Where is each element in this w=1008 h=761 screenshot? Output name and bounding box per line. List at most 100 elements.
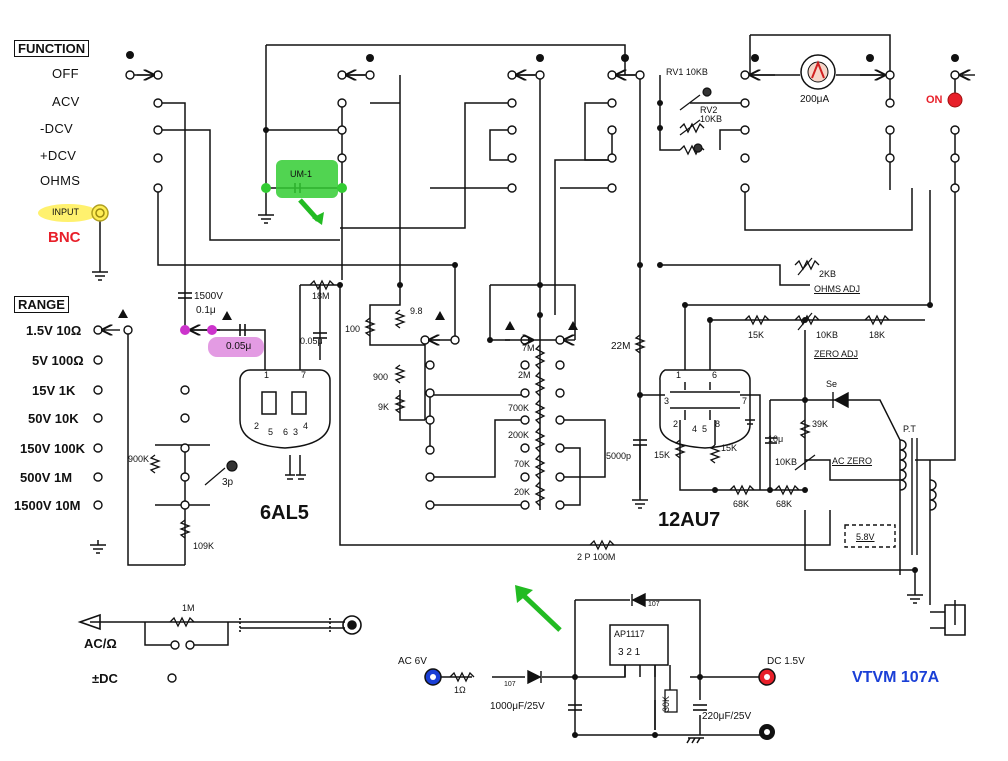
label-r-1m-probe: 1M bbox=[182, 603, 195, 613]
pin-6al5-7: 7 bbox=[301, 370, 307, 380]
label-r-70k: 70K bbox=[514, 459, 531, 469]
pin-12au7-2: 2 bbox=[673, 419, 679, 429]
pots bbox=[204, 94, 816, 486]
label-rv2: RV2 10KB bbox=[700, 105, 723, 124]
bnc-note: BNC bbox=[48, 229, 81, 246]
label-12au7: 12AU7 bbox=[658, 509, 721, 531]
pin-6al5-2: 2 bbox=[254, 421, 260, 431]
pin-12au7-1: 1 bbox=[676, 370, 682, 380]
label-um1: UM-1 bbox=[290, 169, 312, 179]
tubes bbox=[239, 369, 751, 449]
pin-12au7-5: 5 bbox=[702, 424, 708, 434]
label-r-15k-a: 15K bbox=[654, 450, 671, 460]
label-meter: 200μA bbox=[800, 94, 830, 105]
terminals bbox=[424, 668, 776, 740]
function-ohms: OHMS bbox=[40, 173, 81, 188]
pin-6al5-5: 5 bbox=[268, 427, 274, 437]
pin-6al5-6: 6 bbox=[283, 427, 289, 437]
diodes bbox=[527, 391, 849, 685]
range-title: RANGE bbox=[14, 296, 69, 313]
range-4: 50V 10K bbox=[28, 411, 79, 426]
range-5: 150V 100K bbox=[20, 441, 86, 456]
label-probe-dc: ±DC bbox=[92, 671, 118, 686]
label-r-18k: 18K bbox=[869, 330, 886, 340]
regulator-ic-name: AP1117 bbox=[614, 629, 645, 639]
label-r-18m: 18M bbox=[312, 291, 330, 301]
regulator-pins: 3 2 1 bbox=[618, 647, 641, 658]
label-r-7m: 7M bbox=[522, 343, 535, 353]
label-r-9-8: 9.8 bbox=[410, 306, 423, 316]
meter-icon bbox=[800, 54, 836, 90]
triangle-markers bbox=[118, 309, 578, 330]
label-r-700k: 700K bbox=[508, 403, 530, 413]
range-1: 1.5V 10Ω bbox=[26, 323, 82, 338]
label-5-8v: 5.8V bbox=[856, 532, 875, 542]
pin-12au7-7: 7 bbox=[742, 396, 748, 406]
label-c-005: 0.05μ bbox=[226, 341, 252, 352]
junctions bbox=[126, 51, 959, 738]
label-r-68k-b: 68K bbox=[776, 499, 793, 509]
label-r-900k: 900K bbox=[128, 454, 150, 464]
power-plug-icon bbox=[930, 604, 966, 636]
label-r-100m: 2 P 100M bbox=[577, 552, 616, 562]
pin-12au7-6: 6 bbox=[712, 370, 718, 380]
label-r-15k-b: 15K bbox=[721, 443, 738, 453]
pin-6al5-3: 3 bbox=[293, 427, 299, 437]
label-r-22m: 22M bbox=[611, 341, 631, 352]
range-2: 5V 100Ω bbox=[32, 353, 84, 368]
pin-6al5-1: 1 bbox=[264, 370, 270, 380]
function-neg-dcv: -DCV bbox=[40, 121, 73, 136]
range-6: 500V 1M bbox=[20, 470, 73, 485]
function-acv: ACV bbox=[52, 94, 80, 109]
highlights bbox=[38, 92, 963, 632]
model-label: VTVM 107A bbox=[852, 669, 940, 686]
label-vr-10kb-zero: 10KB bbox=[816, 330, 839, 340]
label-6al5: 6AL5 bbox=[260, 502, 309, 524]
label-ac-6v: AC 6V bbox=[398, 656, 427, 667]
function-off: OFF bbox=[52, 66, 79, 81]
label-probe-ac-ohm: AC/Ω bbox=[84, 636, 117, 651]
label-r-68k-a: 68K bbox=[733, 499, 750, 509]
label-c-5000p: 5000p bbox=[606, 451, 632, 461]
range-7: 1500V 10M bbox=[14, 498, 81, 513]
function-title: FUNCTION bbox=[14, 40, 90, 57]
label-c-1000u: 1000μF/25V bbox=[490, 701, 545, 712]
label-r-20k: 20K bbox=[514, 487, 531, 497]
pin-12au7-4: 4 bbox=[692, 424, 698, 434]
label-dc-1-5v: DC 1.5V bbox=[767, 656, 805, 667]
label-diode-in: 107 bbox=[504, 681, 516, 688]
pin-12au7-3: 3 bbox=[664, 396, 670, 406]
transformer bbox=[844, 438, 937, 555]
label-r-2m: 2M bbox=[518, 370, 531, 380]
label-pt: P.T bbox=[903, 424, 916, 434]
label-vr-2kb: 2KB bbox=[819, 269, 837, 279]
trimmers bbox=[226, 87, 712, 472]
probe-icon bbox=[77, 613, 362, 635]
input-label: INPUT bbox=[52, 207, 79, 217]
label-diode-fb: 107 bbox=[648, 601, 660, 608]
range-3: 15V 1K bbox=[32, 383, 76, 398]
label-rv1: RV1 10KB bbox=[666, 67, 708, 77]
label-on: ON bbox=[926, 94, 943, 106]
label-r-15k-c: 15K bbox=[748, 330, 765, 340]
regulator-ic bbox=[609, 624, 669, 677]
label-ohms-adj: OHMS ADJ bbox=[814, 284, 861, 294]
label-r-30k: 30K bbox=[661, 695, 671, 712]
label-zero-adj: ZERO ADJ bbox=[814, 349, 859, 359]
label-trim-3p: 3p bbox=[222, 477, 234, 488]
label-c-1500v: 1500V bbox=[194, 291, 223, 302]
label-r-109k: 109K bbox=[193, 541, 215, 551]
label-c-01: 0.1μ bbox=[196, 305, 216, 316]
label-vr-10kb-ac: 10KB bbox=[775, 457, 798, 467]
label-r-9k: 9K bbox=[378, 402, 390, 412]
label-r-900: 900 bbox=[373, 372, 389, 382]
label-c-220u: 220μF/25V bbox=[702, 711, 752, 722]
label-r-100: 100 bbox=[345, 324, 361, 334]
label-diode-se: Se bbox=[826, 379, 838, 389]
label-r-39k: 39K bbox=[812, 419, 829, 429]
label-c-10u: 10μ bbox=[768, 434, 784, 444]
grounds bbox=[90, 214, 923, 744]
label-r-1ohm: 1Ω bbox=[454, 685, 466, 695]
function-pos-dcv: +DCV bbox=[40, 148, 77, 163]
pin-6al5-4: 4 bbox=[303, 421, 309, 431]
